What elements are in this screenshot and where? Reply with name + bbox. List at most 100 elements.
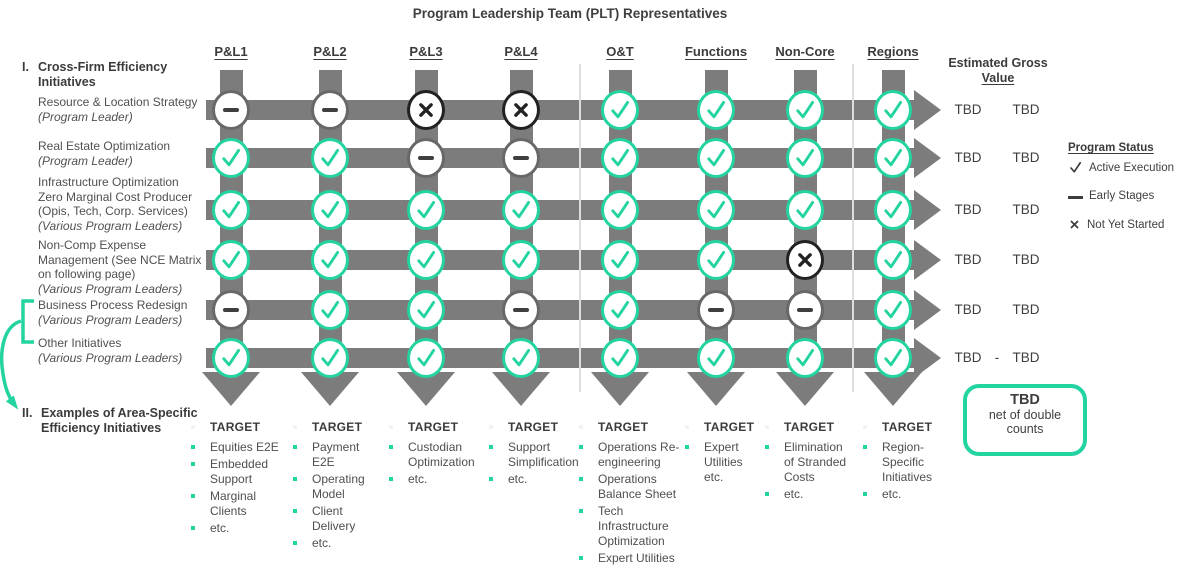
- bullet-icon: [293, 477, 297, 481]
- list-item: Embedded Support: [190, 457, 288, 487]
- grid-row-bar: [206, 300, 914, 320]
- list-item: etc.: [764, 487, 850, 502]
- dash-glyph: [418, 156, 434, 160]
- status-check-icon: [311, 138, 349, 178]
- arrow-right-icon: [914, 138, 941, 178]
- status-check-icon: [601, 90, 639, 130]
- column-group-separator: [852, 64, 854, 392]
- status-check-icon: [502, 240, 540, 280]
- status-dash-icon: [697, 290, 735, 330]
- dash-glyph: [513, 308, 529, 312]
- list-item: Region-Specific Initiatives: [862, 440, 938, 485]
- column-header-4: P&L4: [504, 44, 538, 59]
- list-item: Operations Re-engineering: [578, 440, 686, 470]
- row-label-line: (Program Leader): [38, 153, 133, 168]
- bullet-icon: [685, 445, 689, 449]
- column-header-1: P&L1: [214, 44, 248, 59]
- list-item: Expert Utilities: [578, 551, 686, 566]
- arrow-right-icon: [914, 90, 941, 130]
- estimated-value-right: TBD: [1012, 150, 1040, 165]
- list-item-text: etc.: [210, 521, 230, 535]
- bullet-icon: [863, 445, 867, 449]
- list-item-text: etc.: [882, 487, 902, 501]
- status-check-icon: [407, 338, 445, 378]
- bullet-icon: [579, 425, 583, 429]
- estimated-value-right: TBD: [1012, 202, 1040, 217]
- grid-row-bar: [206, 348, 914, 368]
- bullet-icon: [293, 509, 297, 513]
- bullet-icon: [579, 509, 583, 513]
- row-label-line: Non-Comp Expense: [38, 238, 147, 252]
- arrow-right-icon: [914, 290, 941, 330]
- dash-icon: [1068, 190, 1083, 202]
- estimated-value-left: TBD: [954, 302, 982, 317]
- section2-title-line1: Examples of Area-Specific: [41, 406, 198, 420]
- target-list-header: TARGET: [388, 420, 480, 435]
- grid-row-bar: [206, 148, 914, 168]
- list-item-text: Operating Model: [312, 472, 365, 501]
- row-label: Other Initiatives(Various Program Leader…: [38, 336, 182, 365]
- legend-label: Active Execution: [1089, 161, 1175, 174]
- list-item-text: TARGET: [508, 420, 559, 434]
- column-header-7: Non-Core: [775, 44, 835, 59]
- row-label-line: (Various Program Leaders): [38, 350, 183, 365]
- dash-glyph: [223, 108, 239, 112]
- section2-title-line2: Efficiency Initiatives: [41, 421, 162, 435]
- row-label-line: Management (See NCE Matrix: [38, 252, 202, 267]
- curved-arrow-icon: [0, 319, 22, 410]
- status-check-icon: [874, 338, 912, 378]
- row-label-line: (Various Program Leaders): [38, 281, 183, 296]
- status-check-icon: [697, 90, 735, 130]
- dash-glyph: [322, 108, 338, 112]
- bullet-icon: [389, 445, 393, 449]
- dash-glyph: [223, 308, 239, 312]
- legend-item-check: Active Execution: [1068, 160, 1174, 175]
- row-label-line: (Various Program Leaders): [38, 218, 183, 233]
- status-check-icon: [311, 190, 349, 230]
- list-item: Equities E2E: [190, 440, 288, 455]
- status-check-icon: [697, 240, 735, 280]
- list-item: etc.: [190, 521, 288, 536]
- status-check-icon: [502, 190, 540, 230]
- bullet-icon: [293, 445, 297, 449]
- estimated-value-left: TBD: [954, 202, 982, 217]
- status-check-icon: [601, 190, 639, 230]
- list-item: etc.: [388, 472, 480, 487]
- estimated-value-left: TBD: [954, 350, 982, 365]
- list-item-text: etc.: [408, 472, 428, 486]
- bullet-icon: [489, 477, 493, 481]
- status-check-icon: [786, 138, 824, 178]
- status-check-icon: [212, 138, 250, 178]
- bullet-icon: [579, 556, 583, 560]
- list-item-text: etc.: [508, 472, 528, 486]
- list-item-text: TARGET: [882, 420, 933, 434]
- status-check-icon: [212, 190, 250, 230]
- value-line: Value: [981, 71, 1015, 85]
- target-list-header: TARGET: [862, 420, 938, 435]
- list-item-text: TARGET: [312, 420, 363, 434]
- arrow-right-icon: [914, 240, 941, 280]
- row-label-line: (Program Leader): [38, 109, 133, 124]
- target-list-header: TARGET: [764, 420, 850, 435]
- row-label-line: Business Process Redesign: [38, 298, 188, 312]
- estimated-value-right: TBD: [1012, 102, 1040, 117]
- page-title: Program Leadership Team (PLT) Representa…: [412, 6, 728, 21]
- list-item: Marginal Clients: [190, 489, 288, 519]
- status-check-icon: [311, 240, 349, 280]
- status-check-icon: [601, 240, 639, 280]
- estimated-value-left: TBD: [954, 102, 982, 117]
- grid-row-bar: [206, 100, 914, 120]
- status-dash-icon: [407, 138, 445, 178]
- status-x-icon: [407, 90, 445, 130]
- status-check-icon: [407, 240, 445, 280]
- row-label: Resource & Location Strategy(Program Lea…: [38, 95, 197, 124]
- status-check-icon: [311, 290, 349, 330]
- section1-title-line2: Initiatives: [38, 75, 96, 89]
- target-list-header: TARGET: [684, 420, 754, 435]
- list-item-text: Tech Infrastructure Optimization: [598, 504, 669, 548]
- bullet-icon: [293, 541, 297, 545]
- column-header-6: Functions: [684, 44, 748, 59]
- legend-label: Not Yet Started: [1087, 218, 1165, 231]
